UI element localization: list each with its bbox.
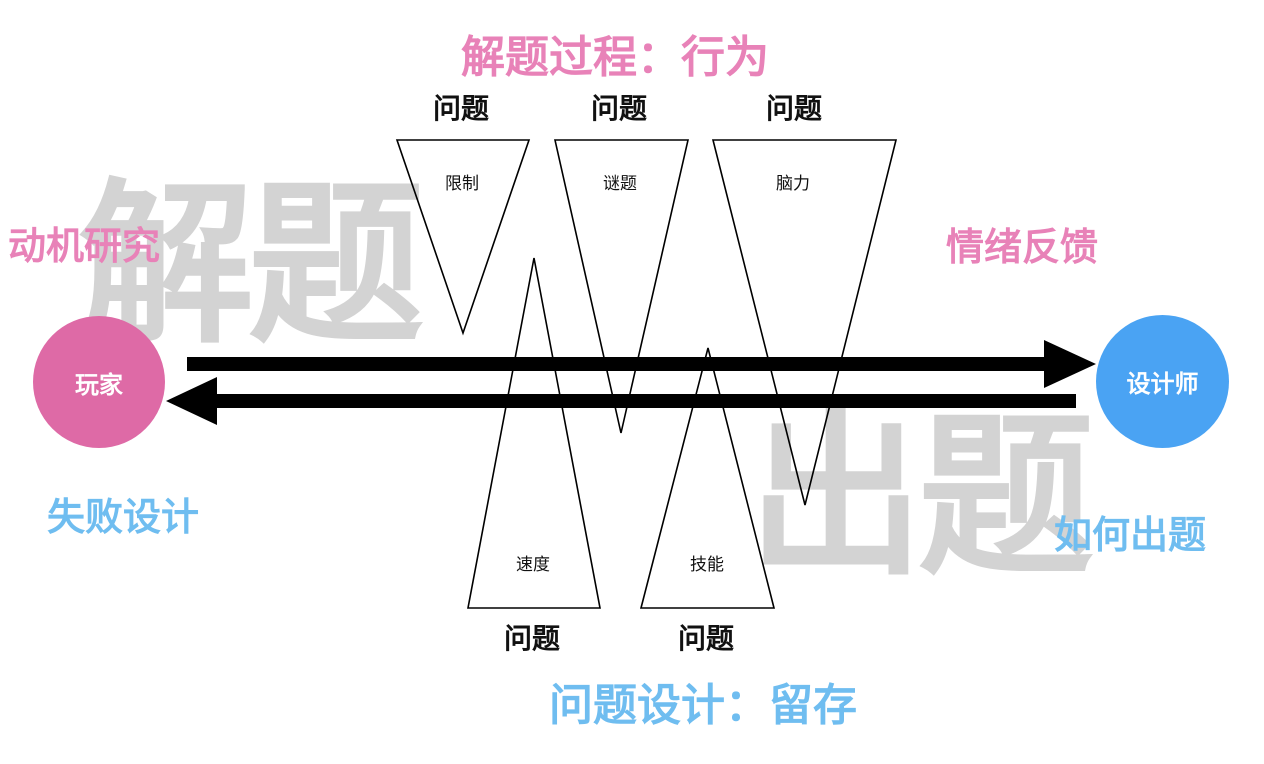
arrow-left-shaft	[212, 394, 1076, 408]
label-failure-design: 失败设计	[47, 495, 200, 539]
node-player: 玩家	[33, 316, 165, 448]
arrow-left-head	[166, 377, 217, 425]
node-player-label: 玩家	[75, 370, 123, 399]
title-bottom: 问题设计：留存	[549, 680, 857, 731]
node-designer-label: 设计师	[1126, 370, 1199, 398]
triangle-brain	[711, 139, 898, 506]
triangle-label-speed: 速度	[516, 555, 550, 575]
arrow-right-shaft	[187, 357, 1049, 371]
triangle-label-brain: 脑力	[776, 174, 810, 194]
problem-header-bottom-2: 问题	[678, 622, 735, 655]
problem-header-top-2: 问题	[591, 92, 648, 125]
triangle-label-puzzle: 谜题	[603, 174, 637, 194]
label-how-to-design: 如何出题	[1054, 513, 1207, 557]
problem-header-top-3: 问题	[766, 92, 823, 125]
arrow-right-head	[1044, 340, 1096, 388]
watermark-make: 出题	[748, 395, 1094, 600]
label-motivation: 动机研究	[8, 224, 161, 268]
triangle-puzzle	[553, 139, 690, 434]
problem-header-top-1: 问题	[433, 92, 490, 125]
triangle-limit	[395, 139, 531, 336]
title-top: 解题过程：行为	[461, 32, 769, 83]
triangle-skill	[639, 347, 776, 609]
problem-header-bottom-1: 问题	[504, 622, 561, 655]
label-emotion-feedback: 情绪反馈	[946, 225, 1099, 269]
watermark-solve: 解题	[78, 163, 424, 368]
triangle-label-limit: 限制	[445, 174, 479, 194]
triangle-label-skill: 技能	[690, 555, 724, 575]
triangle-speed	[467, 257, 601, 609]
node-designer: 设计师	[1096, 315, 1229, 448]
